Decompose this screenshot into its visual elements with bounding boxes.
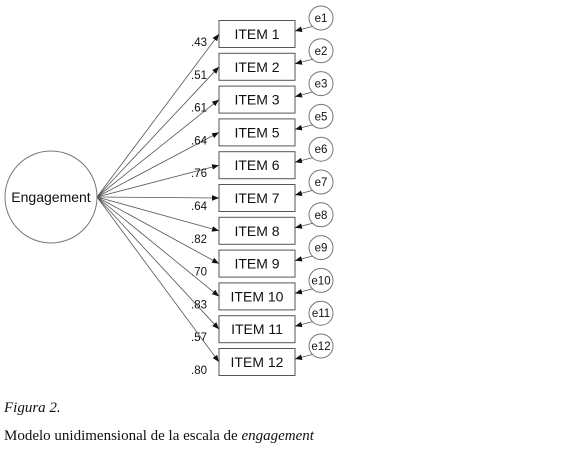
loading-label: .61 (191, 103, 207, 115)
error-label: e2 (315, 46, 328, 58)
loading-label: .64 (191, 135, 208, 147)
factor-paths: .43 .51 .61 .64 .76 .64 .82 .70 .83 .57 .80 (96, 33, 220, 377)
item-label: ITEM 1 (234, 26, 279, 42)
item-label: ITEM 9 (234, 256, 279, 272)
loading-label: .82 (191, 234, 207, 246)
loading-label: .64 (191, 201, 208, 213)
loading-label: .57 (191, 332, 207, 344)
error-label: e1 (315, 13, 328, 25)
error-path (294, 222, 313, 229)
item-node: ITEM 11 e11 (218, 300, 334, 344)
error-path (294, 255, 313, 262)
error-circle (308, 71, 334, 97)
loading-label: .43 (191, 37, 207, 49)
factor-label: Engagement (11, 189, 91, 205)
error-path (294, 26, 313, 32)
item-box (218, 52, 296, 81)
error-circle (308, 5, 334, 31)
item-label: ITEM 2 (234, 59, 279, 75)
item-box (218, 20, 296, 48)
loading-label: .70 (191, 267, 207, 279)
error-circle (308, 267, 334, 293)
error-path (294, 58, 313, 65)
error-label: e7 (315, 177, 328, 189)
loading-label: .76 (191, 168, 207, 180)
error-path (294, 190, 313, 196)
item-label: ITEM 11 (231, 321, 283, 337)
item-label: ITEM 10 (231, 288, 284, 304)
loading-label: .51 (191, 70, 207, 82)
error-path (294, 354, 313, 360)
error-label: e10 (311, 275, 330, 287)
item-node: ITEM 3 e3 (218, 71, 334, 114)
item-label: ITEM 7 (234, 190, 279, 206)
item-node: ITEM 2 e2 (218, 38, 334, 81)
error-circle (308, 235, 334, 261)
factor-loading-path (96, 99, 220, 198)
item-label: ITEM 12 (231, 354, 284, 370)
error-circle (308, 136, 334, 162)
factor-loading-path (96, 196, 220, 363)
error-circle (308, 38, 334, 64)
item-node: ITEM 6 e6 (218, 136, 334, 180)
factor-loading-path (96, 33, 220, 198)
item-label: ITEM 6 (234, 157, 279, 173)
factor-loading-path (96, 196, 220, 264)
item-label: ITEM 3 (234, 92, 279, 108)
error-label: e6 (315, 144, 328, 156)
error-circle (308, 202, 334, 228)
item-box (218, 282, 296, 311)
item-node: ITEM 10 e10 (218, 267, 334, 311)
item-node: ITEM 1 e1 (218, 5, 334, 48)
item-node: ITEM 12 e12 (218, 333, 334, 376)
item-box (218, 151, 296, 180)
item-node: ITEM 8 e8 (218, 202, 334, 245)
error-label: e9 (315, 243, 328, 255)
item-label: ITEM 5 (234, 124, 279, 140)
figure-caption: Modelo unidimensional de la escala de en… (4, 428, 314, 445)
factor-loading-path (96, 196, 220, 330)
error-circle (308, 169, 334, 195)
item-box (218, 315, 296, 344)
item-node: ITEM 5 e5 (218, 103, 334, 147)
item-box (218, 348, 296, 376)
factor-loading-path (96, 196, 220, 297)
factor-loading-path (96, 132, 220, 198)
error-circle (308, 300, 334, 326)
figure-number: Figura 2. (4, 400, 61, 416)
error-label: e11 (312, 308, 330, 320)
loading-label: .80 (191, 365, 207, 377)
item-label: ITEM 8 (234, 223, 279, 239)
error-path (294, 288, 313, 295)
error-path (294, 157, 313, 164)
error-path (294, 321, 313, 328)
factor-loading-path (96, 164, 220, 198)
factor-loading-path (96, 66, 220, 198)
item-box (218, 249, 296, 278)
factor-loading-path (96, 196, 220, 232)
item-node: ITEM 9 e9 (218, 235, 334, 278)
factor-loading-path (96, 195, 220, 201)
item-box (218, 118, 296, 147)
caption-emphasis: engagement (241, 428, 314, 444)
error-circle (308, 333, 334, 359)
error-path (294, 124, 313, 131)
item-box (218, 184, 296, 212)
caption-text: Modelo unidimensional de la escala de (4, 428, 242, 444)
item-box (218, 216, 296, 245)
factor-circle (4, 150, 98, 244)
error-label: e12 (311, 341, 330, 353)
item-node: ITEM 7 e7 (218, 169, 334, 212)
loading-label: .83 (191, 299, 207, 311)
error-label: e3 (315, 79, 328, 91)
error-path (294, 91, 313, 98)
error-label: e8 (315, 210, 328, 222)
item-box (218, 85, 296, 114)
error-label: e5 (315, 111, 328, 123)
error-circle (308, 103, 334, 129)
latent-factor: Engagement (4, 150, 98, 244)
